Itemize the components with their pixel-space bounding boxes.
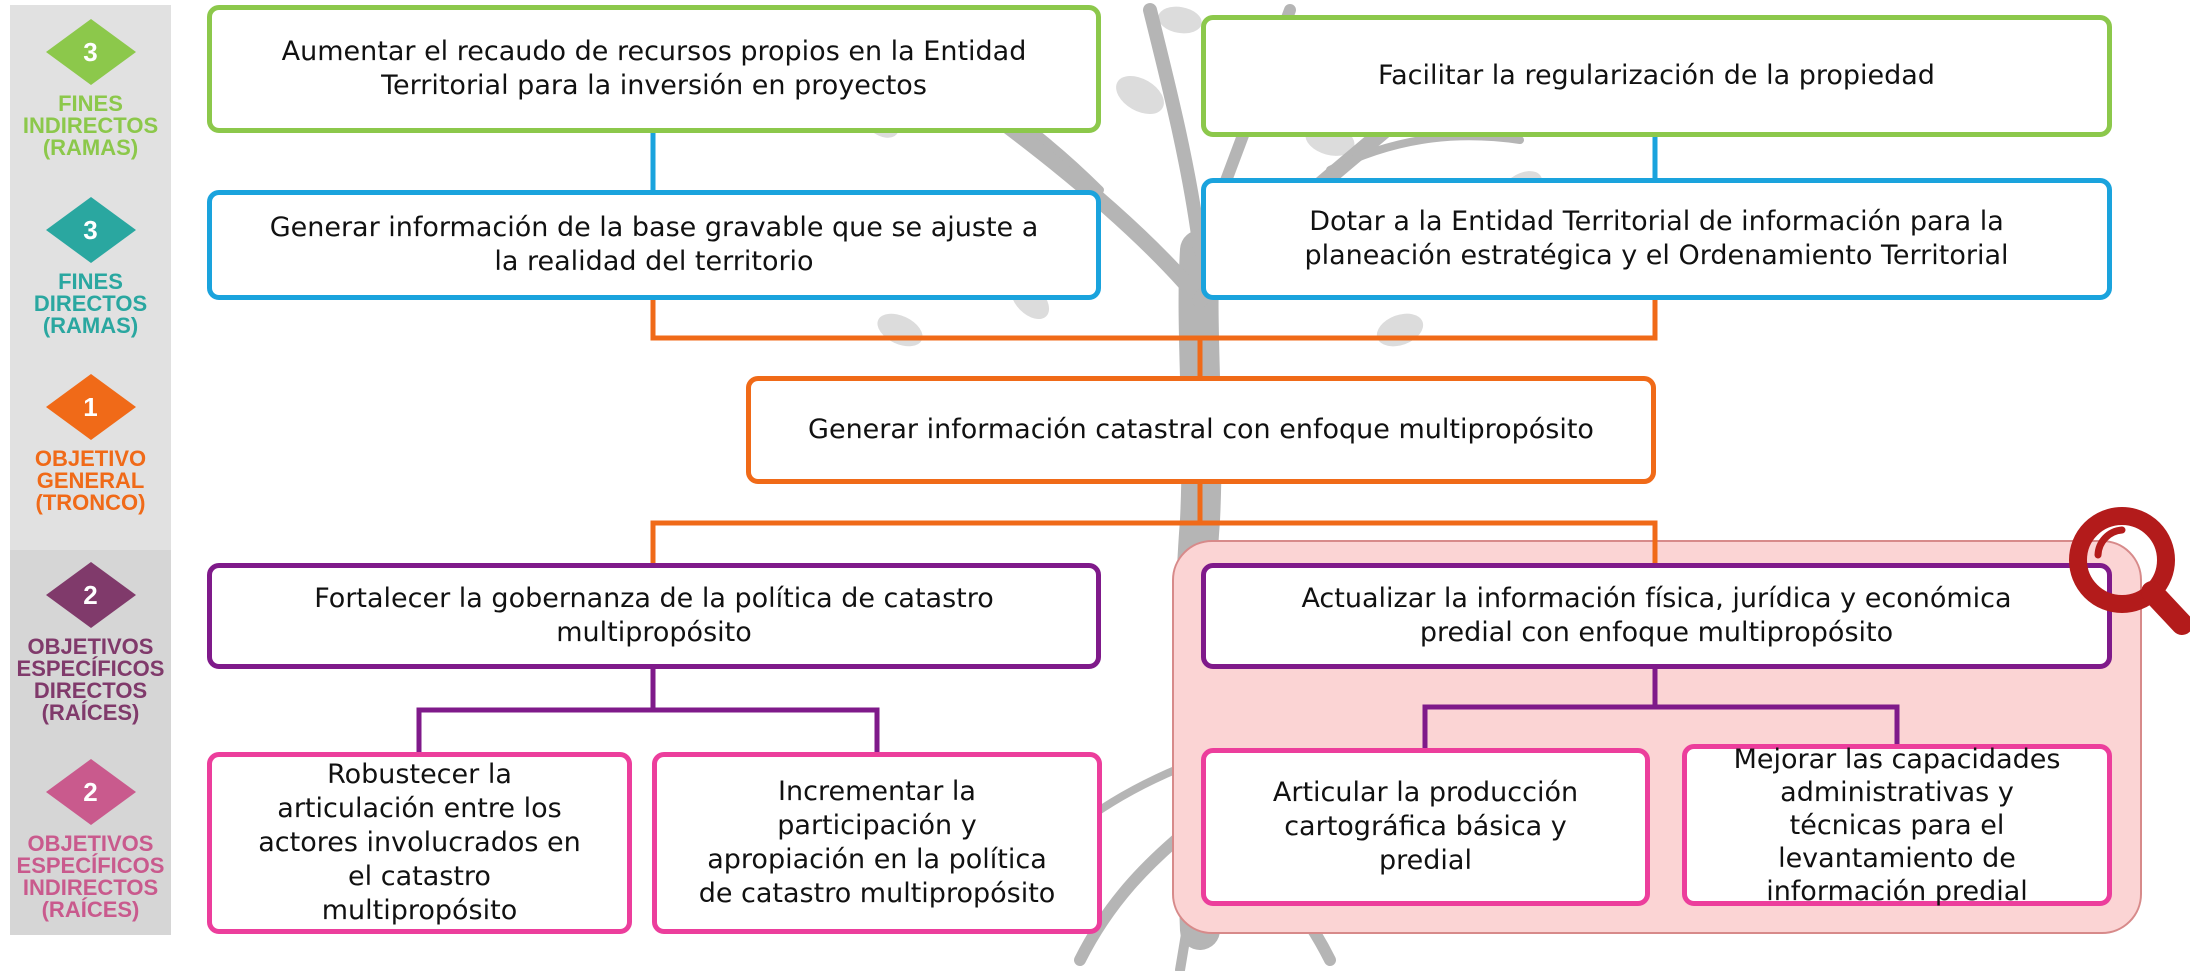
box-text: Aumentar el recaudo de recursos propios … [282, 35, 1027, 103]
box-line: técnicas para el [1789, 809, 2005, 841]
box-text: Dotar a la Entidad Territorial de inform… [1305, 205, 2009, 273]
fin-directo-box-2: Dotar a la Entidad Territorial de inform… [1201, 178, 2112, 300]
box-text: Mejorar las capacidades administrativas … [1734, 743, 2061, 908]
level-label: ESPECÍFICOS [16, 656, 165, 681]
level-number: 1 [83, 392, 98, 422]
diamond-badge: 1 [44, 372, 138, 442]
connector [650, 300, 1658, 341]
box-text: Facilitar la regularización de la propie… [1378, 59, 1935, 93]
box-line: Aumentar el recaudo de recursos propios … [281, 36, 1027, 67]
levels-sidebar: 3 FINES INDIRECTOS (RAMAS) 3 FINES DIREC… [10, 5, 171, 935]
box-line: Articular la producción [1272, 777, 1579, 808]
box-line: Facilitar la regularización de la propie… [1378, 60, 1935, 91]
level-label: DIRECTOS [33, 678, 148, 703]
level-label: (RAMAS) [42, 135, 139, 160]
box-line: Robustecer la [327, 759, 512, 790]
box-text: Actualizar la información física, jurídi… [1301, 582, 2011, 650]
level-objetivo-general: 1 OBJETIVO GENERAL (TRONCO) [10, 372, 171, 514]
box-line: actores involucrados en [258, 827, 581, 858]
diamond-badge: 3 [44, 17, 138, 87]
level-label: OBJETIVOS [27, 634, 154, 659]
level-number: 2 [83, 580, 98, 610]
box-text: Incrementar la participación y apropiaci… [699, 775, 1056, 911]
box-line: levantamiento de [1778, 842, 2016, 874]
level-label: (RAÍCES) [41, 897, 140, 922]
especifico-indirecto-box-3: Articular la producción cartográfica bás… [1201, 748, 1650, 906]
box-line: Territorial para la inversión en proyect… [381, 70, 927, 101]
level-label: ESPECÍFICOS [16, 853, 165, 878]
level-objetivos-especificos-indirectos: 2 OBJETIVOS ESPECÍFICOS INDIRECTOS (RAÍC… [10, 757, 171, 921]
level-label: (RAÍCES) [41, 700, 140, 725]
especifico-directo-box-2: Actualizar la información física, jurídi… [1201, 563, 2112, 669]
box-line: participación y [777, 810, 977, 841]
box-line: Dotar a la Entidad Territorial de inform… [1309, 206, 2004, 237]
box-text: Generar información de la base gravable … [270, 211, 1039, 279]
box-line: administrativas y [1780, 776, 2014, 808]
level-label: OBJETIVO [34, 446, 147, 471]
especifico-indirecto-box-2: Incrementar la participación y apropiaci… [652, 752, 1102, 934]
level-label: GENERAL [36, 468, 145, 493]
box-line: de catastro multipropósito [698, 878, 1056, 909]
diamond-badge: 3 [44, 195, 138, 265]
diamond-badge: 2 [44, 757, 138, 827]
box-line: el catastro [348, 861, 491, 892]
box-line: Incrementar la [778, 776, 976, 807]
level-number: 2 [83, 777, 98, 807]
level-fines-indirectos: 3 FINES INDIRECTOS (RAMAS) [10, 17, 171, 159]
box-line: Actualizar la información física, jurídi… [1301, 583, 2012, 614]
level-label: (TRONCO) [35, 490, 146, 515]
box-line: planeación estratégica y el Ordenamiento… [1304, 240, 2009, 271]
connector [1422, 704, 1900, 748]
box-text: Articular la producción cartográfica bás… [1273, 776, 1578, 878]
level-label: INDIRECTOS [22, 875, 159, 900]
level-label: INDIRECTOS [22, 113, 159, 138]
box-line: Mejorar las capacidades [1733, 743, 2061, 775]
level-label: (RAMAS) [42, 313, 139, 338]
box-line: Generar información catastral con enfoqu… [808, 414, 1594, 445]
level-label: FINES [58, 269, 123, 294]
box-line: la realidad del territorio [494, 246, 814, 277]
level-label: OBJETIVOS [27, 831, 154, 856]
especifico-indirecto-box-1: Robustecer la articulación entre los act… [207, 752, 632, 934]
box-line: predial con enfoque multipropósito [1419, 617, 1894, 648]
level-objetivos-especificos-directos: 2 OBJETIVOS ESPECÍFICOS DIRECTOS (RAÍCES… [10, 560, 171, 724]
fin-indirecto-box-2: Facilitar la regularización de la propie… [1201, 15, 2112, 137]
fin-directo-box-1: Generar información de la base gravable … [207, 190, 1101, 300]
box-text: Generar información catastral con enfoqu… [808, 413, 1594, 447]
especifico-directo-box-1: Fortalecer la gobernanza de la política … [207, 563, 1101, 669]
especifico-indirecto-box-4: Mejorar las capacidades administrativas … [1682, 743, 2112, 908]
connector [650, 520, 1658, 563]
box-line: Fortalecer la gobernanza de la política … [314, 583, 994, 614]
fin-indirecto-box-1: Aumentar el recaudo de recursos propios … [207, 5, 1101, 133]
diamond-badge: 2 [44, 560, 138, 630]
level-number: 3 [83, 215, 98, 245]
box-line: Generar información de la base gravable … [269, 212, 1039, 243]
level-number: 3 [83, 37, 98, 67]
connector [416, 707, 880, 752]
objetivo-general-box: Generar información catastral con enfoqu… [746, 376, 1656, 484]
box-text: Fortalecer la gobernanza de la política … [314, 582, 994, 650]
box-line: predial [1379, 845, 1472, 876]
box-line: cartográfica básica y [1284, 811, 1567, 842]
level-fines-directos: 3 FINES DIRECTOS (RAMAS) [10, 195, 171, 337]
box-line: multipropósito [556, 617, 752, 648]
box-line: apropiación en la política [707, 844, 1047, 875]
box-text: Robustecer la articulación entre los act… [258, 758, 581, 928]
level-label: FINES [58, 91, 123, 116]
box-line: información predial [1766, 875, 2028, 907]
box-line: multipropósito [321, 895, 518, 926]
box-line: articulación entre los [277, 793, 562, 824]
level-label: DIRECTOS [33, 291, 148, 316]
